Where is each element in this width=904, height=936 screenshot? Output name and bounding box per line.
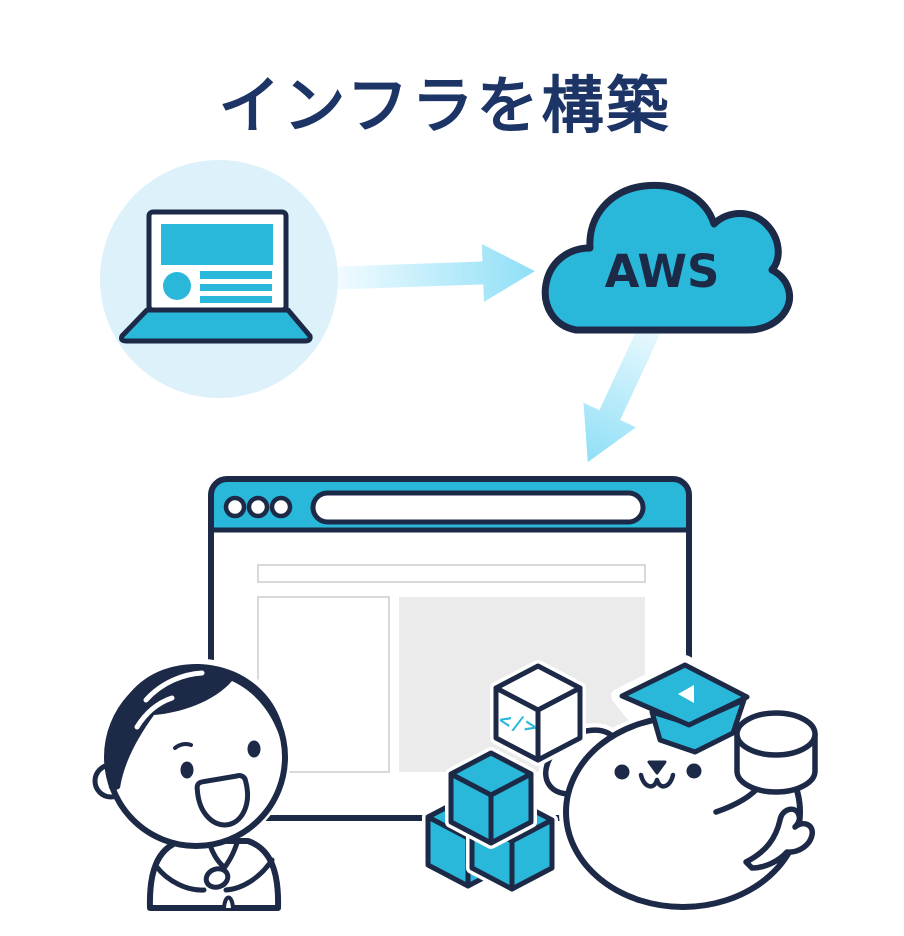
eye <box>180 761 194 779</box>
eye <box>247 740 261 758</box>
code-cube-icon: </> <box>490 660 586 766</box>
eye <box>686 763 702 779</box>
gradient-arrow-down-left-icon <box>583 313 666 463</box>
building-blocks-icon <box>422 747 558 895</box>
eye <box>614 764 630 780</box>
window-dot <box>223 495 247 519</box>
mouth <box>638 772 676 789</box>
engineer-character <box>89 658 291 914</box>
content-header-placeholder <box>257 564 646 583</box>
seal-mascot-character <box>538 655 822 914</box>
aws-cloud-node: AWS <box>541 181 793 334</box>
cloud-label: AWS <box>605 245 720 298</box>
url-bar <box>310 490 646 525</box>
open-mouth <box>194 773 250 828</box>
clasped-hands <box>203 866 231 890</box>
page-title: インフラを構築 <box>218 69 672 142</box>
cloud-icon <box>541 181 793 334</box>
nose <box>647 760 667 775</box>
window-dot <box>269 495 293 519</box>
window-dot <box>246 495 270 519</box>
block-cube <box>445 747 537 849</box>
graduation-cap-icon <box>619 662 750 755</box>
gradient-arrow-right-icon <box>337 243 535 302</box>
laptop-icon <box>119 209 313 344</box>
tail <box>743 806 815 871</box>
laptop-node <box>100 160 338 398</box>
database-cylinder-icon <box>734 710 818 795</box>
